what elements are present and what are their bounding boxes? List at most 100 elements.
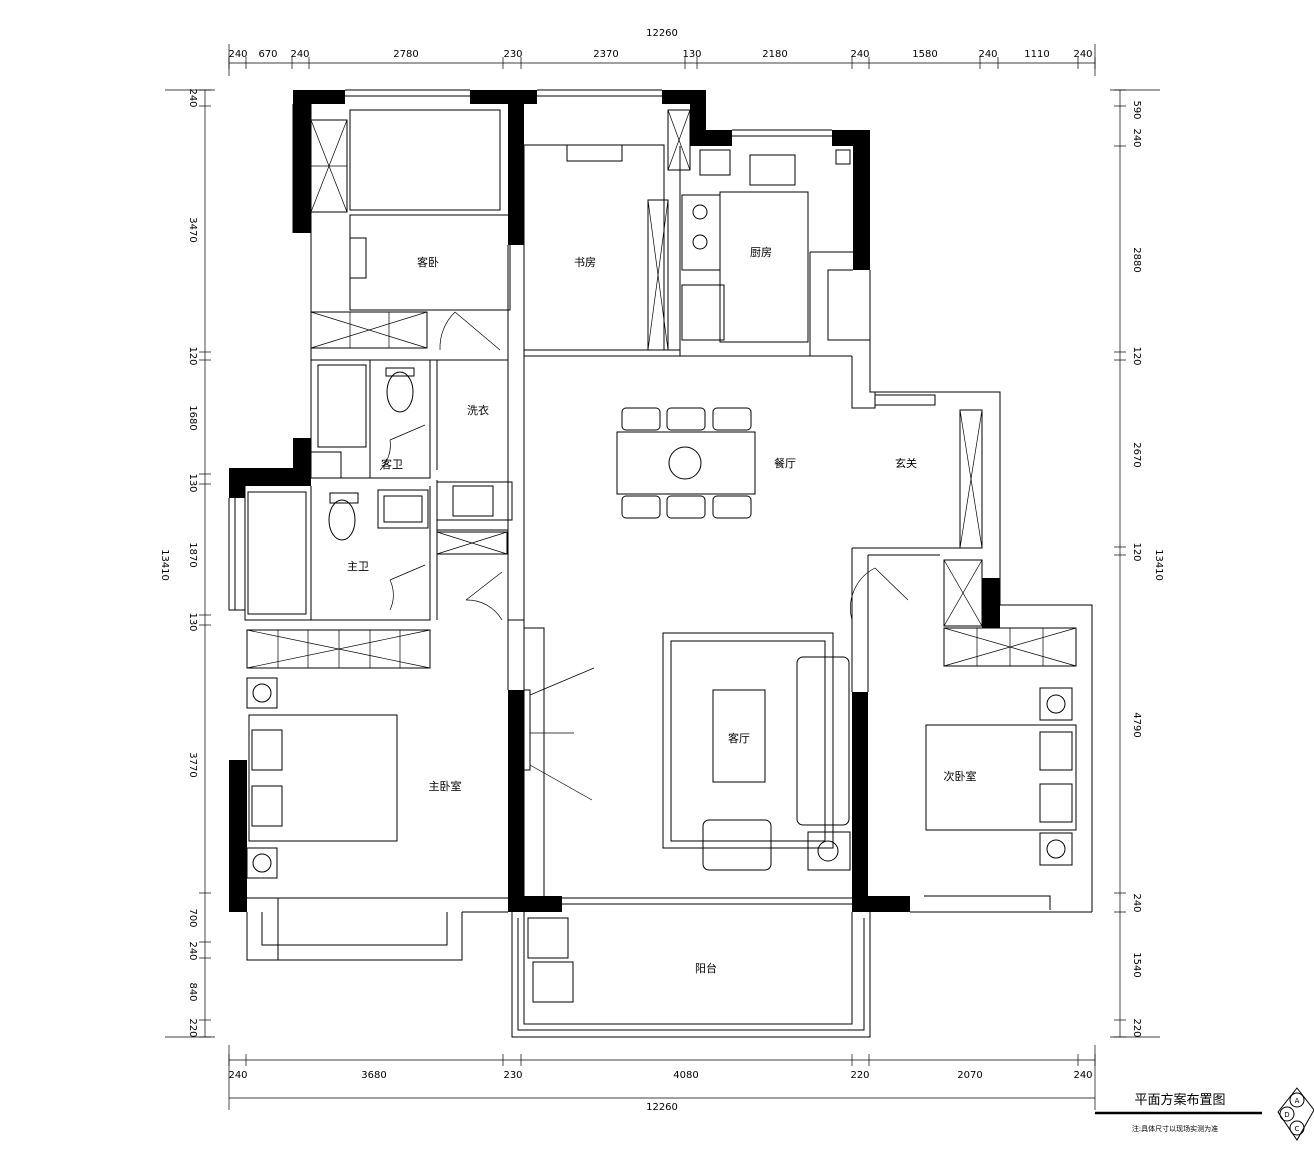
nightstand-bottom (246, 847, 278, 879)
shower-tile-upper (317, 364, 367, 448)
room-label-second-bedroom: 次卧室 (944, 769, 977, 783)
wardrobe-bottom (310, 311, 428, 349)
top-seg-0: 240 (228, 49, 247, 60)
top-seg-10: 240 (978, 49, 997, 60)
top-seg-7: 2180 (762, 49, 787, 60)
left-seg-7: 3770 (187, 752, 198, 777)
structural-walls (229, 90, 1000, 912)
right-seg-2: 2880 (1131, 247, 1142, 272)
right-seg-0: 240 (1131, 128, 1142, 147)
bottom-seg-5: 2070 (957, 1070, 982, 1081)
left-seg-6: 130 (187, 612, 198, 631)
top-seg-1: 670 (258, 49, 277, 60)
sofa (796, 656, 850, 826)
left-total-dimension: 13410 (159, 549, 170, 581)
balcony-basin-top (527, 917, 569, 959)
room-label-bath-lower: 主卫 (347, 560, 369, 573)
dining-table (616, 431, 756, 495)
top-seg-2: 240 (290, 49, 309, 60)
company-logo-icon: A D C (1277, 1087, 1314, 1141)
kitchen-sink-small (699, 149, 731, 176)
right-seg-7: 240 (1131, 893, 1142, 912)
room-label-kitchen: 厨房 (750, 246, 772, 259)
toilet-lower (328, 499, 356, 541)
bottom-seg-6: 240 (1073, 1070, 1092, 1081)
room-label-study: 书房 (574, 256, 596, 269)
bottom-seg-4: 220 (850, 1070, 869, 1081)
tv-cabinet (523, 627, 545, 899)
study-desk (523, 144, 665, 351)
room-label-master-bedroom: 主卧室 (429, 779, 462, 793)
top-seg-5: 2370 (593, 49, 618, 60)
toilet-upper (386, 371, 414, 413)
bottom-seg-3: 4080 (673, 1070, 698, 1081)
kitchen-sink (749, 154, 796, 186)
bottom-total-dimension: 12260 (646, 1102, 678, 1113)
wall-outlines (228, 89, 1093, 1038)
right-seg-4: 2670 (1131, 442, 1142, 467)
master-bed (248, 714, 398, 842)
room-label-foyer: 玄关 (895, 456, 917, 470)
shower-tile-lower (247, 491, 307, 615)
top-seg-9: 1580 (912, 49, 937, 60)
bottom-seg-1: 3680 (361, 1070, 386, 1081)
top-seg-4: 230 (503, 49, 522, 60)
top-total-dimension: 12260 (646, 28, 678, 39)
living-rug (662, 632, 834, 849)
bottom-seg-0: 240 (228, 1070, 247, 1081)
right-dimension-line: 13410 240 590 2880 120 2670 120 4790 240… (1110, 89, 1164, 1038)
room-labels: 客卧 书房 厨房 客卫 洗衣 主卫 餐厅 玄关 客厅 主卧室 次卧室 阳台 (347, 246, 977, 975)
logo-letter-d: D (1284, 1111, 1289, 1119)
right-seg-5: 120 (1131, 542, 1142, 561)
left-seg-0: 240 (187, 88, 198, 107)
laundry-basin (452, 485, 494, 517)
left-dimension-line: 13410 240 3470 120 1680 130 1870 130 377… (159, 88, 215, 1038)
title-block: 平面方案布置图 注:具体尺寸以现场实测为准 A D C (1095, 1087, 1314, 1141)
left-seg-4: 130 (187, 473, 198, 492)
top-seg-8: 240 (850, 49, 869, 60)
bed-top-left (349, 109, 501, 211)
foyer-cabinet (959, 409, 983, 549)
nightstand-top (246, 677, 278, 709)
top-seg-3: 2780 (393, 49, 418, 60)
side-table (807, 831, 851, 871)
left-seg-9: 240 (187, 941, 198, 960)
right-total-dimension: 13410 (1153, 549, 1164, 581)
left-seg-3: 1680 (187, 405, 198, 430)
bookshelf (647, 199, 669, 351)
right-seg-1: 590 (1131, 100, 1142, 119)
room-label-bedroom-top-left: 客卧 (417, 255, 439, 269)
right-seg-9: 220 (1131, 1018, 1142, 1037)
top-seg-12: 240 (1073, 49, 1092, 60)
tv-screen (523, 689, 531, 771)
room-label-living: 客厅 (728, 731, 750, 745)
left-seg-5: 1870 (187, 542, 198, 567)
left-seg-8: 700 (187, 908, 198, 927)
room-label-bath-upper: 客卫 (381, 457, 403, 471)
left-seg-10: 840 (187, 982, 198, 1001)
bottom-seg-2: 230 (503, 1070, 522, 1081)
vanity-lower (377, 489, 429, 529)
right-seg-8: 1540 (1131, 952, 1142, 977)
drawing-subtitle: 注:具体尺寸以现场实测为准 (1132, 1124, 1218, 1133)
second-bed (925, 724, 1077, 831)
left-seg-11: 220 (187, 1018, 198, 1037)
balcony-basin-bottom (532, 961, 574, 1003)
bottom-dimension-line: 240 3680 230 4080 220 2070 240 12260 (228, 1045, 1096, 1113)
coffee-table (712, 689, 766, 783)
room-label-dining: 餐厅 (774, 456, 796, 470)
left-seg-2: 120 (187, 346, 198, 365)
top-dimension-line: 12260 240 670 240 2780 230 2370 130 2180… (228, 28, 1096, 76)
top-seg-6: 130 (682, 49, 701, 60)
room-label-laundry: 洗衣 (467, 403, 489, 417)
armchair (702, 819, 772, 871)
logo-letter-c: C (1295, 1125, 1300, 1133)
right-seg-3: 120 (1131, 346, 1142, 365)
cooktop (681, 194, 721, 271)
drawing-title: 平面方案布置图 (1134, 1092, 1225, 1108)
right-seg-6: 4790 (1131, 712, 1142, 737)
master-wardrobe (246, 629, 431, 669)
logo-letter-a: A (1295, 1097, 1300, 1105)
furniture (246, 109, 1077, 1003)
